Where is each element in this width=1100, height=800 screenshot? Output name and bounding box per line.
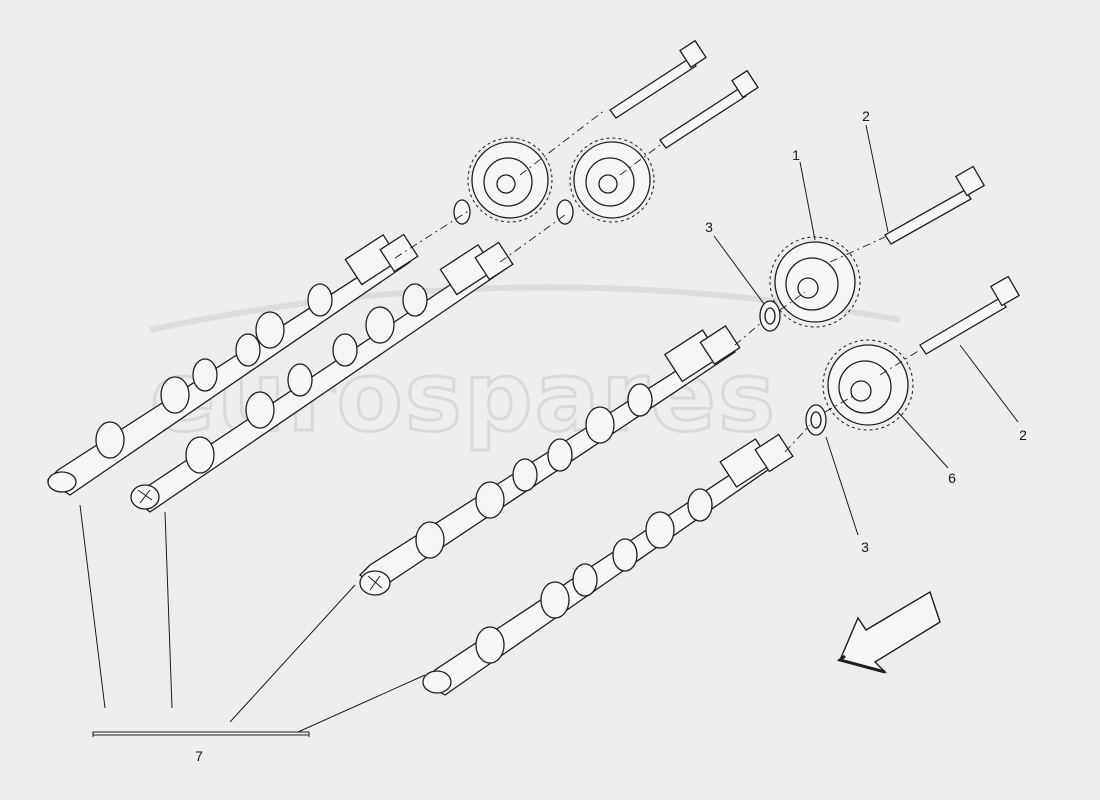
callout-1: 1: [792, 147, 800, 163]
callout-3-upper: 3: [705, 219, 713, 235]
callout-6: 6: [948, 470, 956, 486]
callout-2-lower: 2: [1019, 427, 1027, 443]
upper-bolts: [609, 39, 759, 149]
camshaft-a: [46, 233, 419, 496]
upper-variator-right: [569, 137, 655, 223]
washer-3-lower: [805, 404, 827, 436]
leader-lines: [79, 124, 1019, 737]
washer-3-upper: [759, 300, 781, 332]
direction-arrow-icon: [836, 590, 941, 674]
callout-2-upper: 2: [862, 108, 870, 124]
callout-3-lower: 3: [861, 539, 869, 555]
bolt-2-lower: [919, 275, 1021, 355]
camshaft-d: [422, 433, 794, 696]
bolt-2-upper: [884, 165, 986, 245]
variator-6: [822, 339, 914, 431]
callout-7: 7: [195, 748, 203, 764]
upper-variator-left: [467, 137, 553, 223]
variator-1: [769, 236, 861, 328]
camshaft-b: [130, 241, 514, 513]
camshaft-c: [359, 325, 741, 596]
